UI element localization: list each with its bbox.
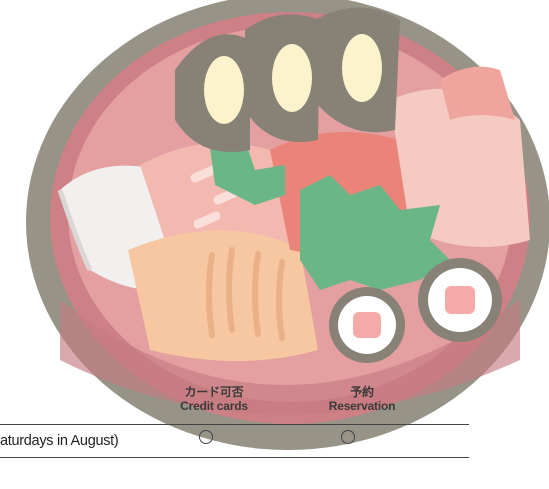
credit-cards-header-ja: カード可否 xyxy=(184,385,244,399)
reservation-header-ja: 予約 xyxy=(350,385,374,399)
credit-cards-header: カード可否 Credit cards xyxy=(152,385,276,413)
reservation-header: 予約 Reservation xyxy=(300,385,424,413)
reservation-header-en: Reservation xyxy=(328,399,396,413)
table-rule-bottom xyxy=(0,457,469,458)
reservation-accepted-circle-icon xyxy=(341,430,355,444)
credit-cards-accepted-circle-icon xyxy=(199,430,213,444)
business-hours-note: aturdays in August) xyxy=(0,433,119,449)
credit-cards-header-en: Credit cards xyxy=(180,399,248,413)
table-rule-top xyxy=(0,424,469,425)
